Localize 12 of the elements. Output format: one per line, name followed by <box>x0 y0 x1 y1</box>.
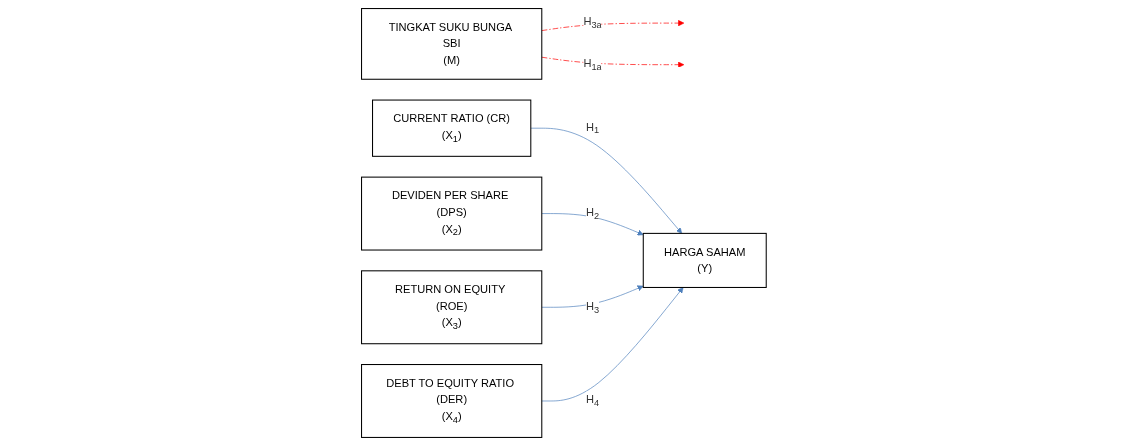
node-box: DEVIDEN PER SHARE (DPS) (X$_{2}$) <box>360 176 542 251</box>
edge-label: H$_{4}$ <box>585 393 599 408</box>
node-box: CURRENT RATIO (CR) (X$_{1}$) <box>371 99 531 157</box>
edge-label: H$_{1a}$ <box>582 56 602 72</box>
edge-label: H$_{3a}$ <box>582 15 602 30</box>
edge-label: H$_{1}$ <box>585 120 599 136</box>
edge-label: H$_{3}$ <box>585 299 599 315</box>
node-box: DEBT TO EQUITY RATIO (DER) (X$_{4}$) <box>360 363 542 438</box>
node-box: TINGKAT SUKU BUNGA SBI (M) <box>360 7 542 80</box>
node-box: RETURN ON EQUITY (ROE) (X$_{3}$) <box>360 269 542 344</box>
node-box: HARGA SAHAM (Y) <box>642 232 767 288</box>
edge-label: H$_{2}$ <box>585 205 599 221</box>
